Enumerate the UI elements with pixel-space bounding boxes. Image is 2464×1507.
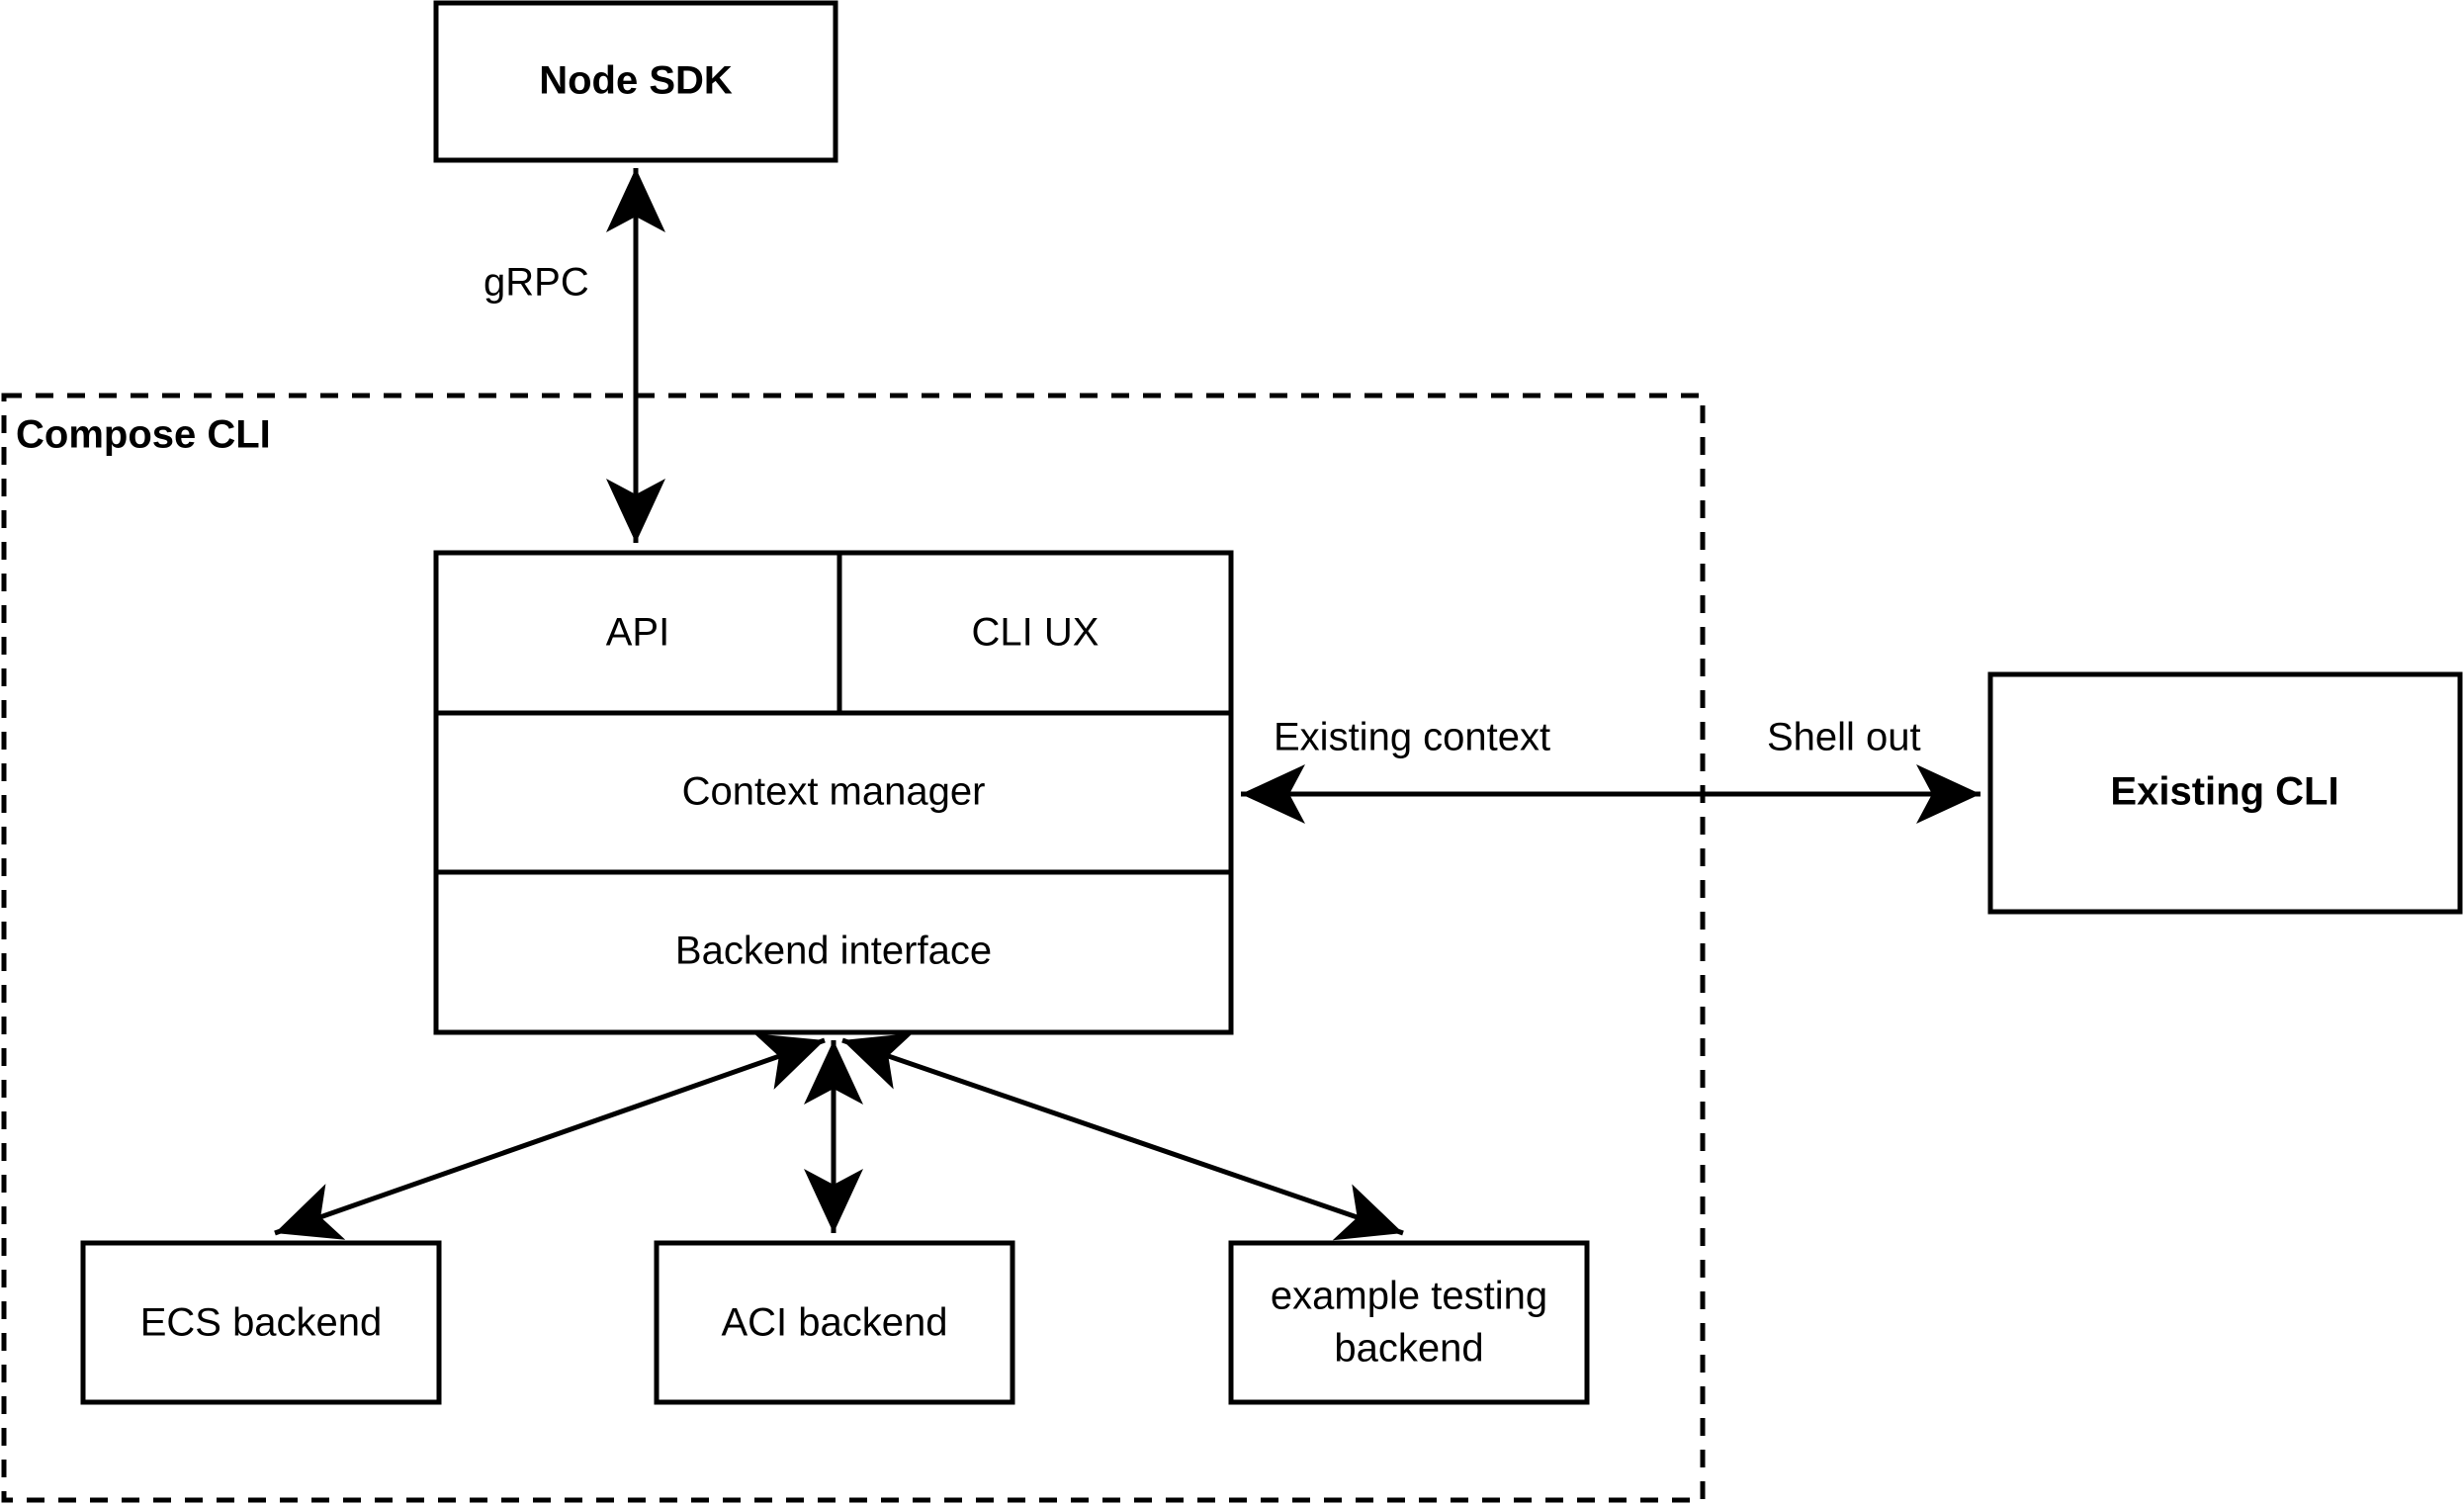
compose-cli-group-border: [1, 393, 1706, 1503]
example-testing-backend-box[interactable]: example testing backend: [1228, 1240, 1590, 1405]
ecs-backend-arrow: [274, 1033, 826, 1240]
example-backend-arrow: [841, 1032, 1404, 1241]
aci-backend-rect[interactable]: [654, 1240, 1015, 1405]
backend-connectors: [274, 1032, 1404, 1241]
existing-context-label: Existing context: [1274, 716, 1550, 759]
existing-cli-box[interactable]: Existing CLI: [1987, 671, 2463, 915]
node-sdk-label: Node SDK: [539, 59, 733, 103]
ecs-backend-rect[interactable]: [80, 1240, 442, 1405]
aci-backend-label: ACI backend: [721, 1301, 947, 1345]
backend-interface-label: Backend interface: [675, 930, 992, 973]
grpc-label: gRPC: [484, 261, 589, 305]
existing-cli-connector: Existing context Shell out: [1241, 716, 1980, 824]
api-label: API: [606, 611, 669, 655]
example-testing-backend-rect[interactable]: [1228, 1240, 1590, 1405]
compose-cli-group: Compose CLI: [1, 393, 1706, 1503]
context-manager-label: Context manager: [682, 770, 986, 814]
grpc-connector: gRPC: [484, 168, 665, 543]
node-sdk-rect[interactable]: [433, 0, 838, 163]
cli-core-box: API CLI UX Context manager Backend inter…: [433, 550, 1234, 1035]
compose-cli-group-label: Compose CLI: [16, 413, 271, 457]
ecs-backend-label: ECS backend: [140, 1301, 383, 1345]
existing-cli-rect[interactable]: [1987, 671, 2463, 915]
ecs-backend-box[interactable]: ECS backend: [80, 1240, 442, 1405]
example-testing-backend-label-line2: backend: [1334, 1327, 1483, 1371]
aci-backend-box[interactable]: ACI backend: [654, 1240, 1015, 1405]
existing-cli-label: Existing CLI: [2110, 770, 2338, 814]
example-testing-backend-label-line1: example testing: [1271, 1275, 1547, 1318]
node-sdk-box[interactable]: Node SDK: [433, 0, 838, 163]
cli-core-rect: [433, 550, 1234, 1035]
cli-ux-label: CLI UX: [972, 611, 1100, 655]
shell-out-label: Shell out: [1767, 716, 1921, 759]
